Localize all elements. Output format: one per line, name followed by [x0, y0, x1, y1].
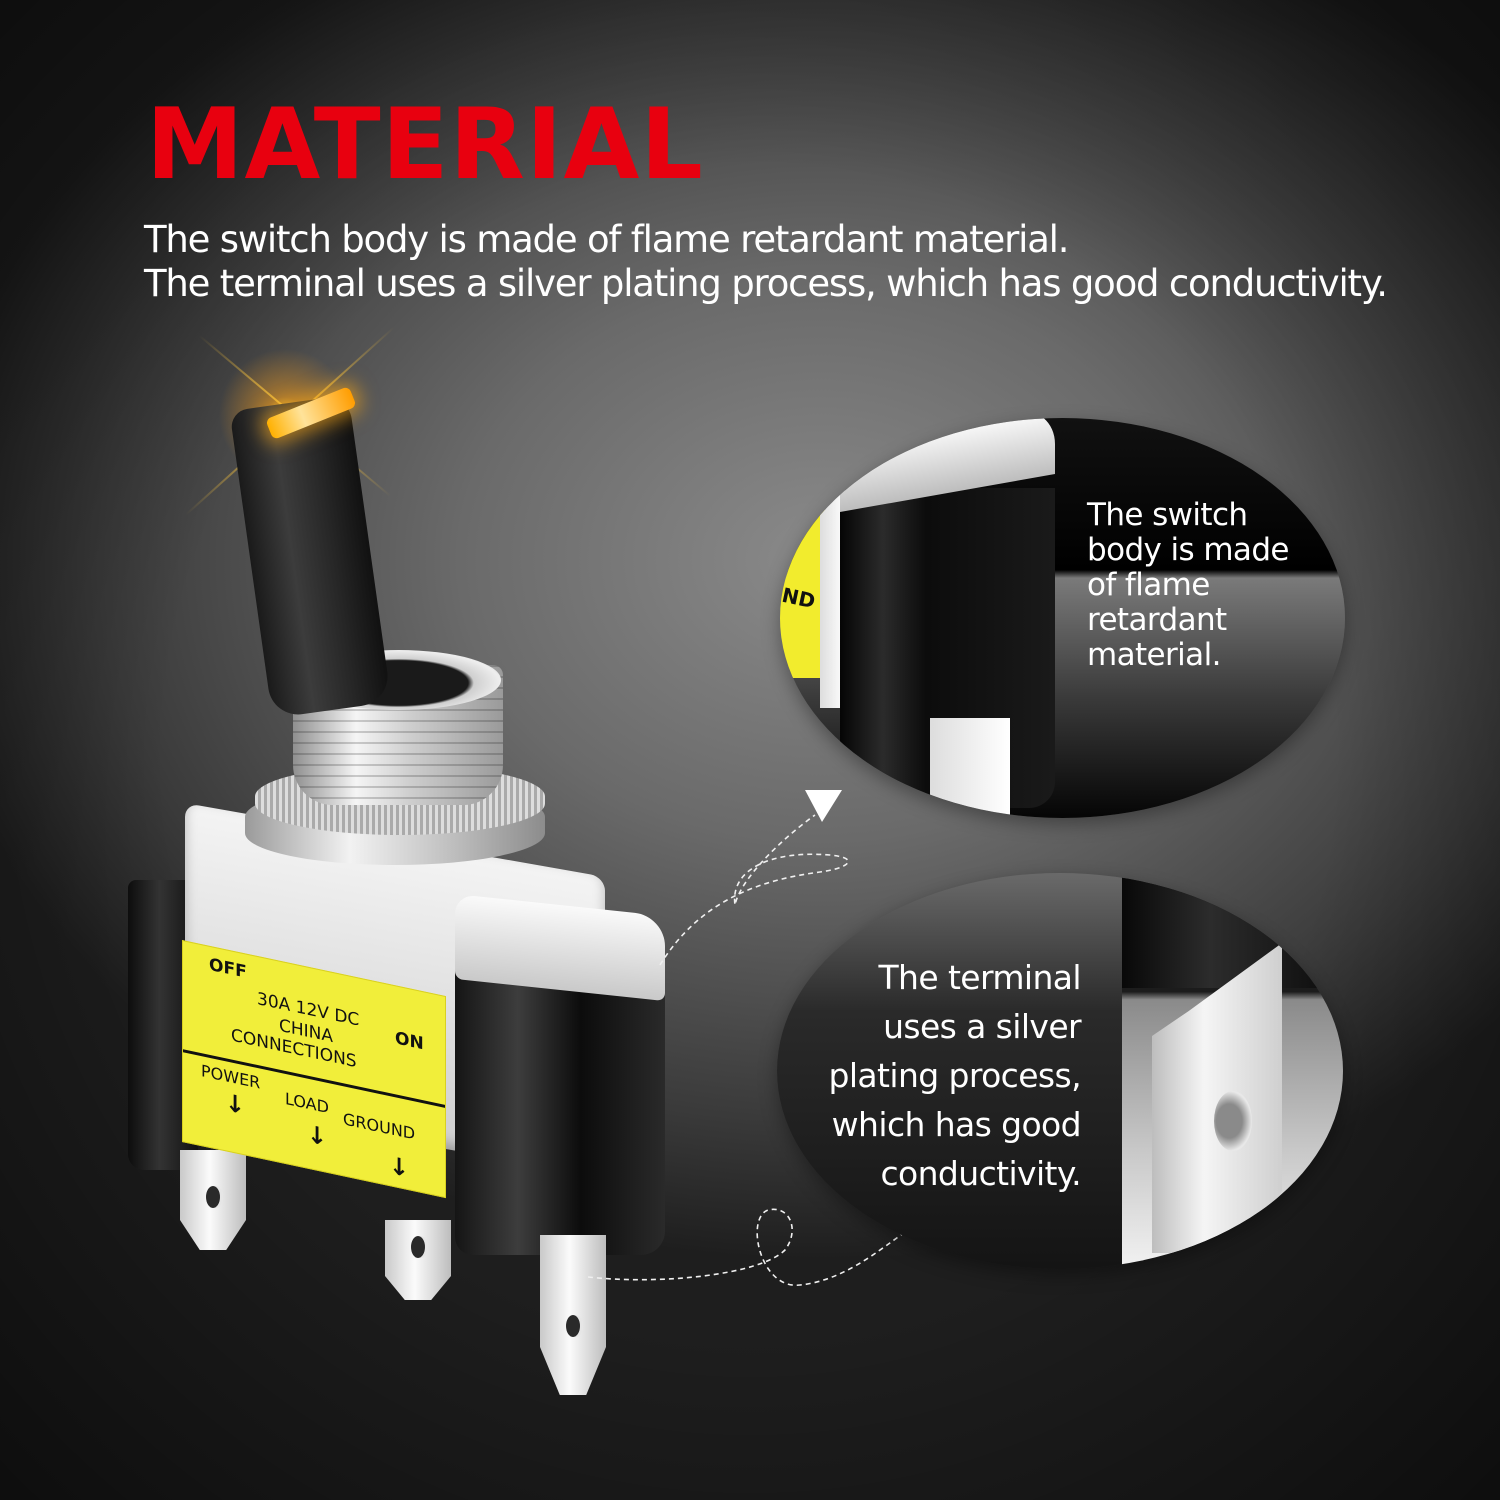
- terminal-hole: [1214, 1091, 1252, 1151]
- label-fragment: [780, 498, 825, 678]
- callout-body-material: ND The switch body is made of flame reta…: [780, 418, 1345, 818]
- callout-line: retardant: [1087, 602, 1227, 638]
- callout-line: material.: [1087, 637, 1221, 673]
- callout-line: The terminal: [878, 958, 1081, 997]
- terminal-hole: [411, 1236, 425, 1258]
- terminal-load: [385, 1220, 451, 1300]
- terminal-power: [180, 1150, 246, 1250]
- dashed-path-upper: [659, 814, 849, 966]
- page-title: MATERIAL: [146, 88, 704, 202]
- terminal-closeup-panel: [1122, 873, 1343, 1269]
- callout-line: of flame: [1087, 567, 1210, 603]
- callout-line: which has good: [831, 1105, 1082, 1144]
- terminal-hole: [566, 1315, 580, 1337]
- black-body-closeup: [1122, 873, 1343, 988]
- callout-line: uses a silver: [883, 1007, 1082, 1046]
- callout-text: The terminal uses a silver plating proce…: [829, 953, 1082, 1198]
- callout-line: The switch: [1087, 497, 1248, 533]
- subtitle-line-2: The terminal uses a silver plating proce…: [144, 262, 1388, 305]
- silver-terminal-closeup: [1152, 943, 1282, 1253]
- terminal-hole: [206, 1186, 220, 1208]
- callout-terminal-plating: The terminal uses a silver plating proce…: [777, 873, 1343, 1269]
- subtitle-line-1: The switch body is made of flame retarda…: [144, 218, 1070, 261]
- arrowhead-icon: [805, 790, 842, 822]
- page-subtitle: The switch body is made of flame retarda…: [144, 218, 1388, 306]
- callout-text: The switch body is made of flame retarda…: [1087, 498, 1289, 673]
- callout-line: body is made: [1087, 532, 1289, 568]
- switch-body-right: [455, 955, 665, 1255]
- callout-line: conductivity.: [880, 1154, 1081, 1193]
- terminal-closeup: [930, 718, 1010, 818]
- callout-line: plating process,: [828, 1056, 1082, 1095]
- terminal-ground: [540, 1235, 606, 1395]
- dashed-path-lower: [587, 1208, 913, 1286]
